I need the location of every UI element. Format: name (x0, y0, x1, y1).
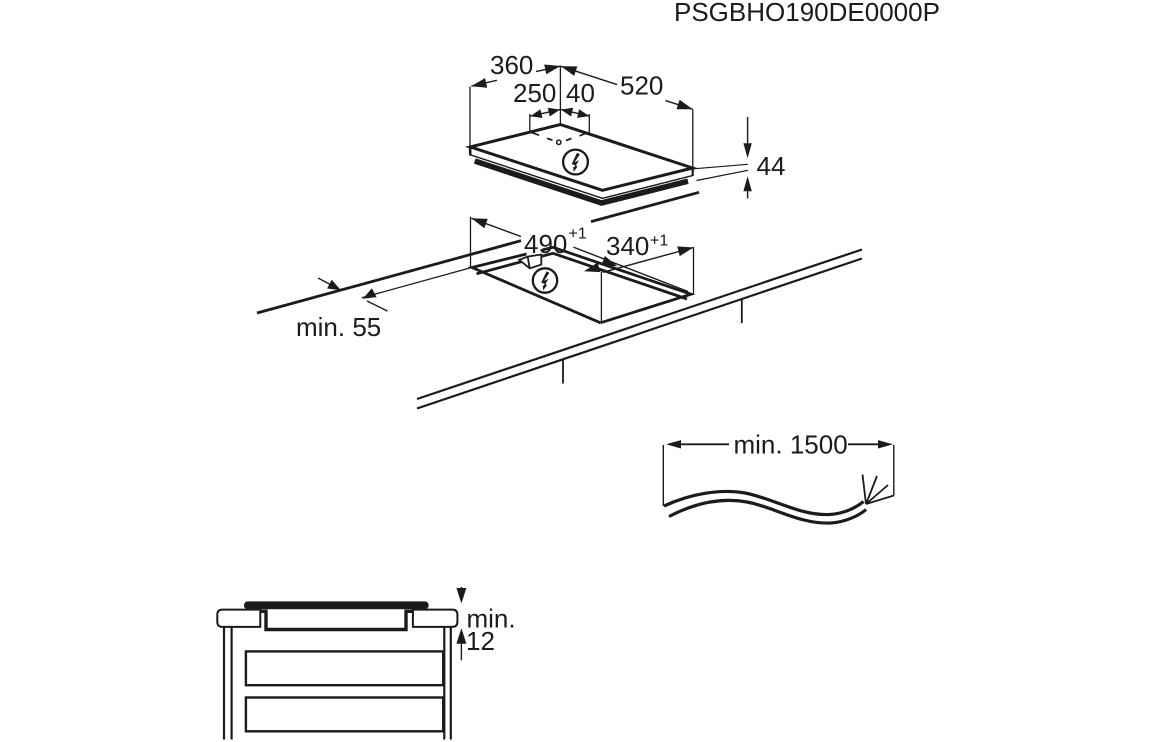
svg-text:360: 360 (490, 50, 533, 80)
svg-text:520: 520 (620, 71, 663, 101)
svg-text:340: 340 (606, 231, 649, 261)
svg-text:44: 44 (757, 151, 786, 181)
svg-text:250: 250 (513, 78, 556, 108)
svg-text:+1: +1 (650, 233, 668, 250)
svg-text:12: 12 (466, 626, 495, 656)
svg-text:40: 40 (566, 78, 595, 108)
svg-text:+1: +1 (569, 226, 587, 243)
svg-text:min. 1500: min. 1500 (734, 430, 848, 460)
svg-text:490: 490 (524, 229, 567, 259)
svg-text:min. 55: min. 55 (296, 312, 381, 342)
svg-text:min.: min. (467, 604, 516, 634)
svg-text:PSGBHO190DE0000P: PSGBHO190DE0000P (674, 0, 940, 27)
